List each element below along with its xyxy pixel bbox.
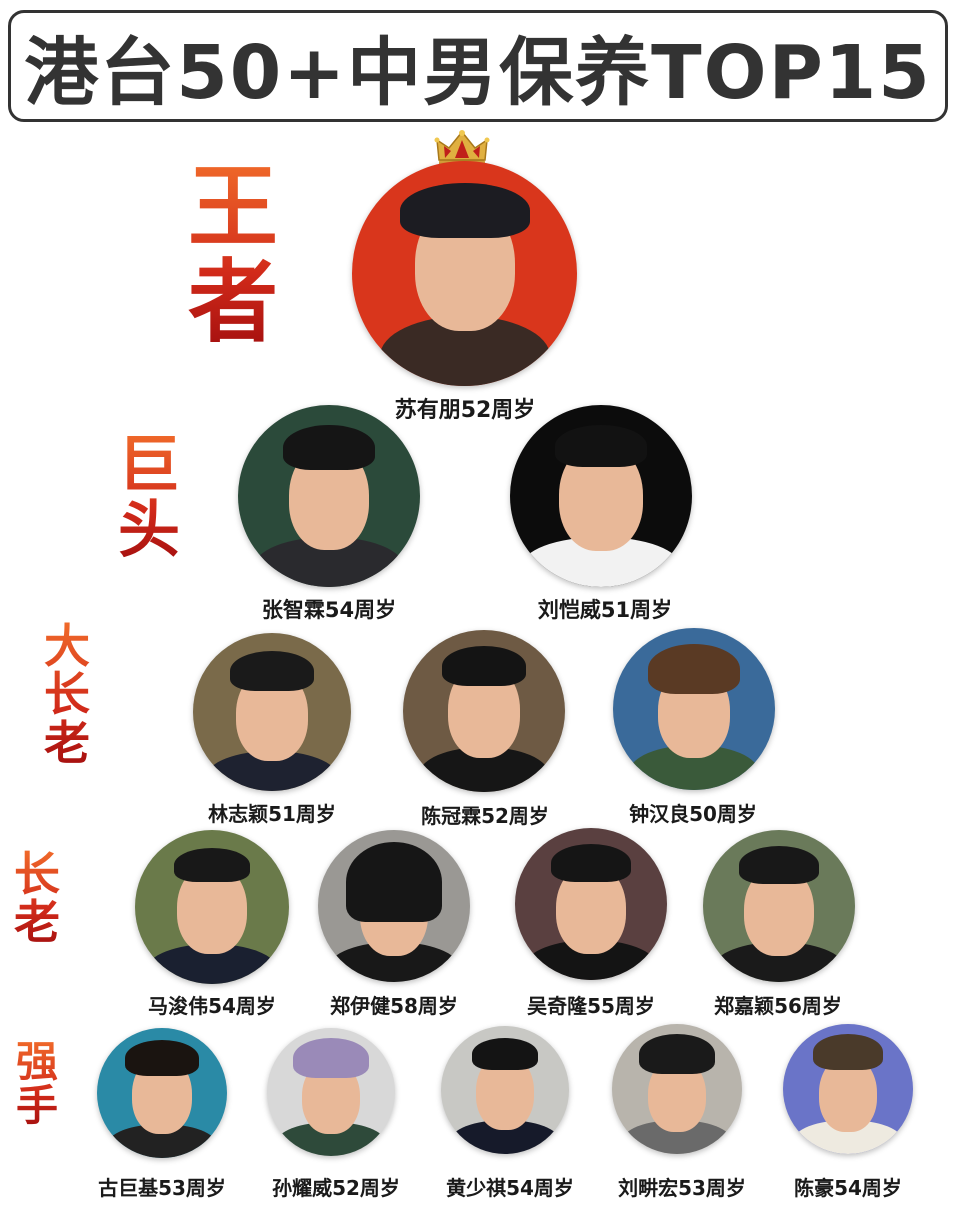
- name-label: 刘恺威51周岁: [537, 598, 673, 622]
- portrait-hair: [472, 1038, 538, 1070]
- portrait-hair: [551, 844, 631, 882]
- name-label: 陈豪54周岁: [794, 1176, 902, 1200]
- name-label: 孙耀威52周岁: [272, 1176, 400, 1200]
- portrait-hair: [346, 842, 442, 922]
- avatar-zhang-zhilin: [238, 405, 420, 587]
- avatar-sun-yaowei: [267, 1028, 395, 1156]
- portrait-hair: [230, 651, 314, 691]
- name-label: 苏有朋52周岁: [394, 398, 536, 423]
- tier-label-king: 王 者: [188, 154, 278, 355]
- avatar-zhong-hanliang: [613, 628, 775, 790]
- portrait-hair: [174, 848, 250, 882]
- avatar-zheng-jiaying: [703, 830, 855, 982]
- name-label: 刘畊宏53周岁: [618, 1176, 746, 1200]
- tier-label-grand-elder: 大 长 老: [44, 619, 90, 770]
- avatar-ma-junwei: [135, 830, 289, 984]
- avatar-huang-shaoqi: [441, 1026, 569, 1154]
- portrait-hair: [813, 1034, 883, 1070]
- avatar-liu-kaiwei: [510, 405, 692, 587]
- name-label: 钟汉良50周岁: [629, 802, 757, 826]
- tier-label-giant: 巨 头: [118, 428, 181, 567]
- name-label: 马浚伟54周岁: [148, 994, 276, 1018]
- portrait-cap: [639, 1034, 715, 1074]
- avatar-chen-guanlin: [403, 630, 565, 792]
- name-label: 吴奇隆55周岁: [527, 994, 655, 1018]
- avatar-zheng-yijian: [318, 830, 470, 982]
- name-label: 陈冠霖52周岁: [421, 804, 549, 828]
- portrait-hair: [648, 644, 740, 694]
- portrait-hair: [442, 646, 526, 686]
- name-label: 古巨基53周岁: [98, 1176, 226, 1200]
- tier-label-elder: 长 老: [14, 847, 60, 950]
- name-label: 郑嘉颖56周岁: [714, 994, 842, 1018]
- portrait-hair: [293, 1038, 369, 1078]
- avatar-lin-zhiying: [193, 633, 351, 791]
- portrait-hair: [739, 846, 819, 884]
- portrait-hair: [555, 425, 647, 467]
- avatar-wu-qilong: [515, 828, 667, 980]
- title-banner: 港台50+中男保养TOP15: [8, 10, 948, 122]
- avatar-gu-juji: [97, 1028, 227, 1158]
- avatar-chen-hao: [783, 1024, 913, 1154]
- name-label: 黄少祺54周岁: [446, 1176, 574, 1200]
- name-label: 张智霖54周岁: [261, 598, 397, 622]
- page-title: 港台50+中男保养TOP15: [24, 29, 932, 116]
- avatar-liu-genghong: [612, 1024, 742, 1154]
- portrait-cap: [399, 183, 530, 238]
- portrait-hair: [125, 1040, 199, 1076]
- avatar-su-youpeng: [352, 161, 577, 386]
- tier-label-expert: 强 手: [16, 1037, 59, 1131]
- portrait-hair: [283, 425, 375, 470]
- name-label: 郑伊健58周岁: [330, 994, 458, 1018]
- name-label: 林志颖51周岁: [208, 802, 336, 826]
